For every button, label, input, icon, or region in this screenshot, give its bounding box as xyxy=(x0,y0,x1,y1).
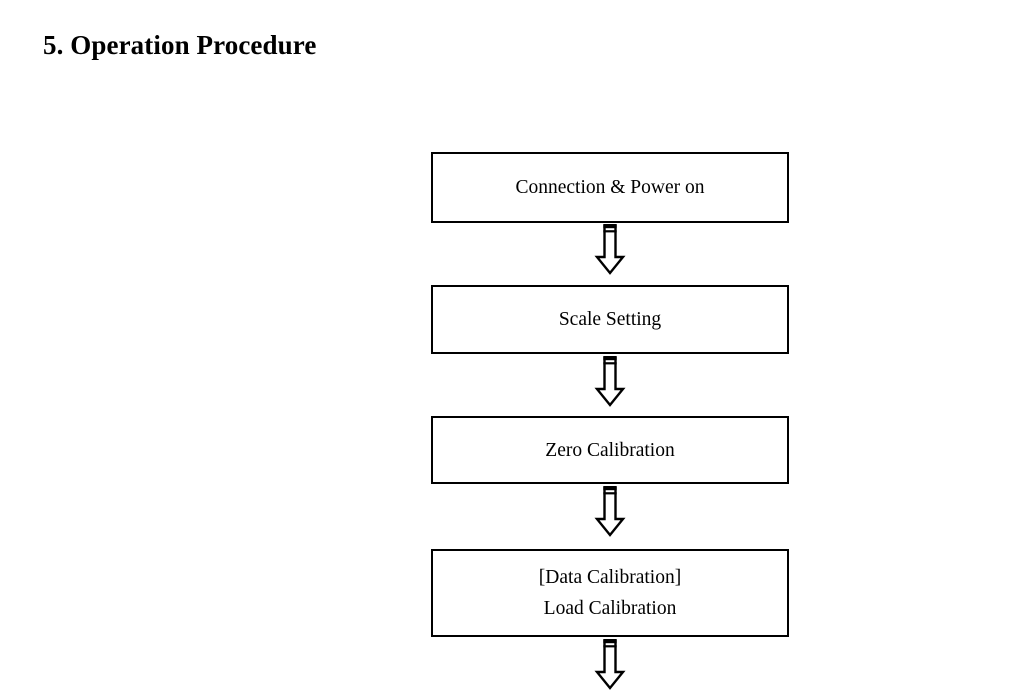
flow-node-scale-setting: Scale Setting xyxy=(431,285,789,354)
block-arrow-down-icon xyxy=(594,486,626,544)
flow-node-zero-calibration: Zero Calibration xyxy=(431,416,789,484)
block-arrow-down-icon xyxy=(594,356,626,414)
block-arrow-down-icon xyxy=(594,224,626,282)
flow-node-label: Zero Calibration xyxy=(545,439,675,461)
flow-node-label: Scale Setting xyxy=(558,309,662,330)
block-arrow-down-icon xyxy=(594,639,626,699)
flow-node-load-calibration: [Data Calibration] Load Calibration xyxy=(431,549,789,637)
flow-node-label: Connection & Power on xyxy=(515,177,705,198)
flow-node-label: [Data Calibration] Load Calibration xyxy=(538,567,682,619)
flow-node-connection-power-on: Connection & Power on xyxy=(431,152,789,223)
page-title: 5. Operation Procedure xyxy=(43,30,317,61)
